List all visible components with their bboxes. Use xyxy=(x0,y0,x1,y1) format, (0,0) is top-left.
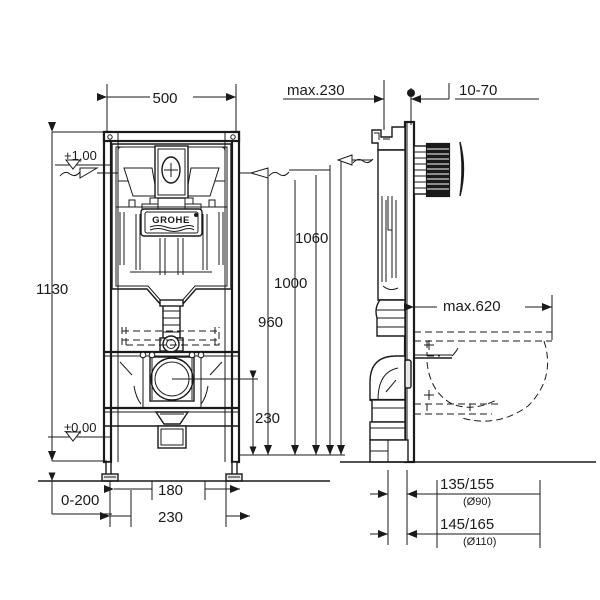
label-height-230: 230 xyxy=(255,410,280,427)
cistern-body: GROHE xyxy=(111,143,232,306)
dimension-annotations xyxy=(48,80,553,548)
side-view-base xyxy=(369,439,409,463)
label-outlet-180: 180 xyxy=(158,482,183,499)
label-max230: max.230 xyxy=(287,82,345,99)
waste-stack xyxy=(154,411,190,449)
supply-marker-right xyxy=(239,167,330,179)
label-waste-145-165: 145/165 xyxy=(440,516,494,533)
level-mark-floor xyxy=(48,431,112,442)
dim-outlet-offsets xyxy=(100,481,250,527)
frame-wall-plane xyxy=(403,120,416,464)
dim-width-500 xyxy=(97,84,237,132)
label-height-1000: 1000 xyxy=(274,275,307,292)
top-inlet-bracket xyxy=(371,126,406,151)
label-leg-adjust: 0-200 xyxy=(61,492,99,509)
dashed-service-outline xyxy=(121,327,220,346)
dim-max230 xyxy=(283,80,385,130)
datum-dot xyxy=(407,89,415,97)
label-waste-dia-90: (Ø90) xyxy=(463,496,491,508)
dim-waste-connections xyxy=(370,470,541,548)
dim-max620 xyxy=(404,295,553,340)
level-mark-top xyxy=(55,159,118,179)
flush-plate-dark-block xyxy=(425,142,451,198)
side-section-view xyxy=(340,120,596,464)
grohe-logo-plaque: GROHE xyxy=(140,208,203,237)
label-width-500: 500 xyxy=(152,90,177,107)
grohe-wordmark: GROHE xyxy=(152,215,190,226)
fixing-point xyxy=(107,134,113,140)
flush-pipe-section xyxy=(375,299,406,337)
label-outlet-230: 230 xyxy=(158,509,183,526)
dim-vertical-stack xyxy=(240,154,374,456)
dim-height-1130 xyxy=(48,122,107,462)
label-height-1060: 1060 xyxy=(295,230,328,247)
label-max620: max.620 xyxy=(443,298,501,315)
label-height-1130: 1130 xyxy=(36,281,68,298)
bowl-mount-boss xyxy=(404,359,412,389)
dim-outlet-230 xyxy=(172,370,258,455)
label-level-floor: ±0,00 xyxy=(64,420,96,435)
label-height-960: 960 xyxy=(258,314,283,331)
flush-plate-cover xyxy=(459,141,465,197)
flush-plate-assembly xyxy=(413,141,465,198)
wc-bowl-dashed-outline xyxy=(414,331,552,422)
cistern-section xyxy=(377,149,406,301)
label-level-top: +1,00 xyxy=(64,148,97,163)
flush-pipe xyxy=(159,299,184,353)
fixing-point xyxy=(230,134,236,140)
label-waste-135-155: 135/155 xyxy=(440,476,494,493)
outlet-elbow-section xyxy=(369,355,406,441)
label-waste-dia-110: (Ø110) xyxy=(463,536,496,548)
dim-plate-depth xyxy=(407,83,539,125)
label-plate-depth: 10-70 xyxy=(459,82,497,99)
dimension-text-layer: 500 max.230 10-70 +1,00 ±0,00 1130 1060 … xyxy=(36,82,501,548)
front-elevation-view: GROHE xyxy=(38,130,330,482)
